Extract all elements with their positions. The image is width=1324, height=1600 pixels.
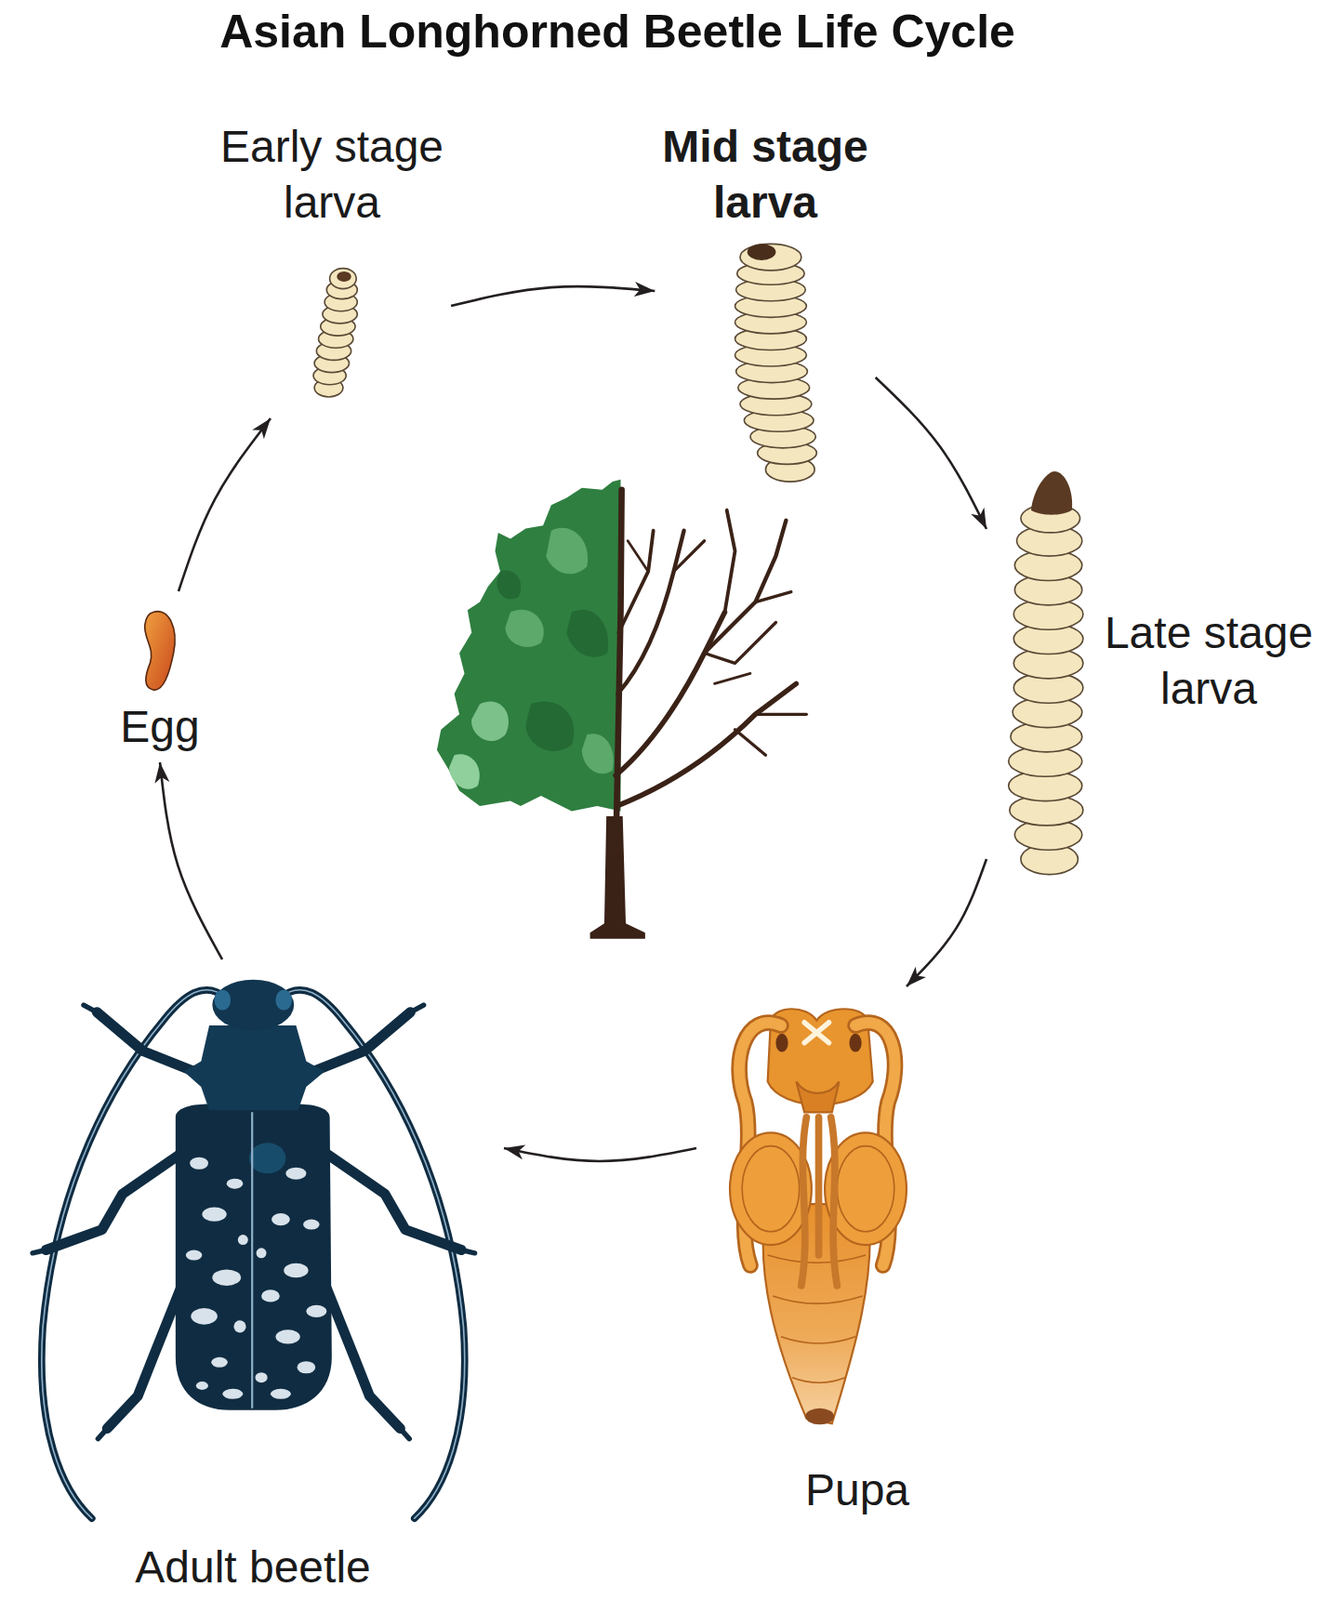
stage-label: Adult beetle: [134, 1539, 371, 1596]
stage-node: Late stage larva: [986, 450, 1321, 897]
stage-node: Early stage larva: [212, 111, 451, 419]
stage-node: Adult beetle: [0, 959, 504, 1600]
egg-illustration: [145, 611, 175, 690]
cycle-arrow: [450, 286, 655, 306]
stage-label: Egg: [119, 699, 199, 755]
connector-group: [159, 286, 987, 1162]
stage-node: Pupa: [696, 986, 943, 1526]
cycle-arrow: [906, 859, 987, 987]
diagram-title: Asian Longhorned Beetle Life Cycle: [0, 0, 1235, 60]
cycle-arrow: [178, 418, 271, 592]
mid-larva-illustration: [735, 243, 818, 482]
tree-illustration: [436, 479, 807, 940]
cycle-arrow: [503, 1148, 697, 1162]
adult-beetle-illustration: [32, 979, 475, 1520]
cycle-arrow: [159, 762, 223, 960]
stage-name: Egg: [119, 701, 199, 752]
cycle-arrow: [875, 377, 987, 530]
stage-label: Late stage larva: [1098, 605, 1319, 717]
stage-label: Pupa: [805, 1462, 910, 1519]
early-larva-illustration: [313, 268, 358, 398]
pupa-illustration: [729, 1008, 907, 1425]
stage-name: Pupa: [805, 1465, 910, 1515]
stage-name: Late stage larva: [1104, 608, 1313, 714]
stage-node: Mid stage larva: [654, 111, 875, 504]
stage-node: Egg: [112, 591, 207, 763]
stage-label: Mid stage larva: [639, 119, 891, 231]
stage-label: Early stage larva: [201, 119, 463, 231]
stage-name: Early stage larva: [220, 121, 444, 227]
stage-name: Adult beetle: [134, 1542, 371, 1592]
stage-name: Mid stage larva: [662, 121, 868, 227]
late-larva-illustration: [1008, 471, 1084, 875]
